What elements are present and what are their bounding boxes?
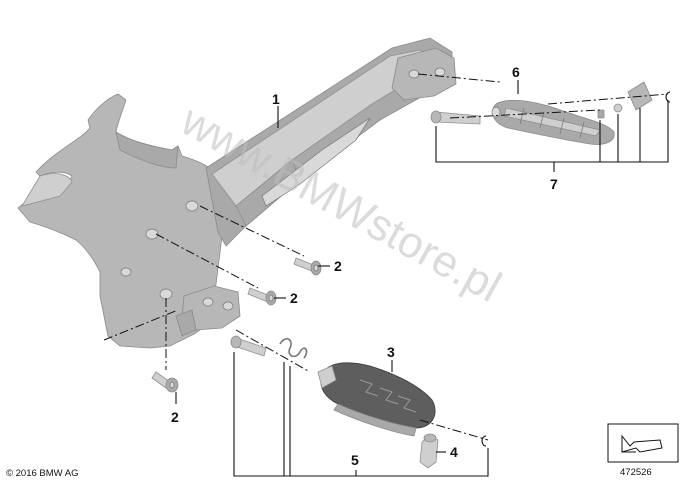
passenger-peg-spring-part [279,337,308,359]
bolt-lower-part [151,371,179,393]
passenger-peg-pin-part [230,335,267,357]
rider-footpeg-pin-part [430,110,481,125]
rider-footpeg-small-parts [597,81,671,119]
arrow-icon [621,434,663,453]
callout-rider-footpeg: 6 [512,64,520,80]
callout-bolt-lower: 2 [171,409,179,425]
callout-pin: 4 [450,444,458,460]
pin-part [419,433,439,469]
callout-frame-bracket: 1 [272,91,280,107]
copyright-text: © 2016 BMW AG [6,468,78,479]
bolt-upper-part [293,257,322,276]
callout-bolt-middle: 2 [290,290,298,306]
frame-bracket-part [17,37,457,349]
figure-number: 472526 [620,467,652,478]
figure-reference-box: 472526 [607,423,679,478]
bolt-middle-part [247,287,277,306]
rider-footpeg-part [491,99,615,145]
callout-bolt-upper: 2 [334,258,342,274]
passenger-footpeg-part [317,362,436,437]
callout-footpeg-set-upper: 7 [550,176,558,192]
callout-passenger-footpeg: 3 [387,344,395,360]
callout-footpeg-set-lower: 5 [351,452,359,468]
